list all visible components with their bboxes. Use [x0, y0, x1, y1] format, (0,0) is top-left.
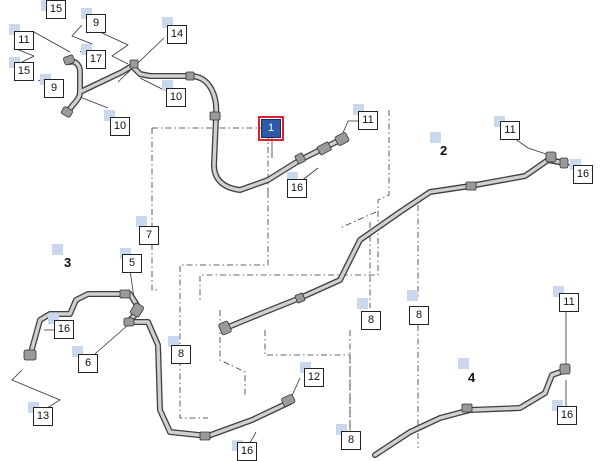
- marker: [336, 424, 347, 435]
- callout-16-bottom[interactable]: 16: [237, 442, 257, 461]
- marker: [162, 80, 173, 91]
- pipe-fittings: [23, 54, 571, 441]
- marker: [81, 8, 92, 19]
- dash-dot-leaders: [151, 110, 419, 448]
- callout-15-top[interactable]: 15: [46, 0, 66, 19]
- callout-10-upper[interactable]: 10: [166, 88, 186, 107]
- callout-16-left[interactable]: 16: [54, 320, 74, 339]
- marker: [9, 24, 20, 35]
- callout-8-left[interactable]: 8: [171, 345, 191, 364]
- marker: [48, 313, 59, 324]
- assembly-label-4: 4: [468, 370, 476, 385]
- callout-11-lower-right[interactable]: 11: [559, 293, 579, 312]
- marker: [162, 17, 173, 28]
- callout-7[interactable]: 7: [139, 226, 159, 245]
- marker: [494, 116, 505, 127]
- callout-16-center[interactable]: 16: [287, 179, 307, 198]
- callout-11-center[interactable]: 11: [358, 111, 378, 130]
- assembly-label-2: 2: [440, 143, 448, 158]
- callout-10-lower[interactable]: 10: [110, 117, 130, 136]
- marker: [300, 362, 311, 373]
- marker: [570, 159, 581, 170]
- callout-17[interactable]: 17: [86, 50, 106, 69]
- marker: [52, 244, 63, 255]
- marker: [287, 172, 298, 183]
- callout-11-top-left[interactable]: 11: [14, 31, 34, 50]
- marker: [136, 216, 147, 227]
- callout-1-selected[interactable]: 1: [258, 116, 284, 141]
- marker: [458, 358, 469, 369]
- callout-8-right[interactable]: 8: [409, 306, 429, 325]
- callout-leaders: [37, 37, 581, 451]
- marker: [353, 104, 364, 115]
- marker: [104, 110, 115, 121]
- callout-14[interactable]: 14: [167, 25, 187, 44]
- callout-6[interactable]: 6: [78, 354, 98, 373]
- callout-16-lower-right[interactable]: 16: [557, 406, 577, 425]
- callout-9-top[interactable]: 9: [86, 14, 106, 33]
- callout-5[interactable]: 5: [122, 254, 142, 273]
- callout-15-left[interactable]: 15: [14, 62, 34, 81]
- callout-12[interactable]: 12: [304, 368, 324, 387]
- marker: [120, 248, 131, 259]
- marker: [407, 290, 418, 301]
- callout-13[interactable]: 13: [33, 407, 53, 426]
- marker: [430, 132, 441, 143]
- marker: [72, 346, 83, 357]
- callout-16-right[interactable]: 16: [573, 165, 593, 184]
- callout-11-right[interactable]: 11: [500, 121, 520, 140]
- marker: [357, 298, 368, 309]
- marker: [168, 336, 179, 347]
- zigzag-leaders: [11, 24, 129, 411]
- callout-8-bottom[interactable]: 8: [341, 431, 361, 450]
- callout-9-left[interactable]: 9: [44, 79, 64, 98]
- marker: [81, 44, 92, 55]
- marker: [552, 400, 563, 411]
- assembly-label-3: 3: [64, 255, 72, 270]
- marker: [553, 286, 564, 297]
- callout-8-center[interactable]: 8: [361, 311, 381, 330]
